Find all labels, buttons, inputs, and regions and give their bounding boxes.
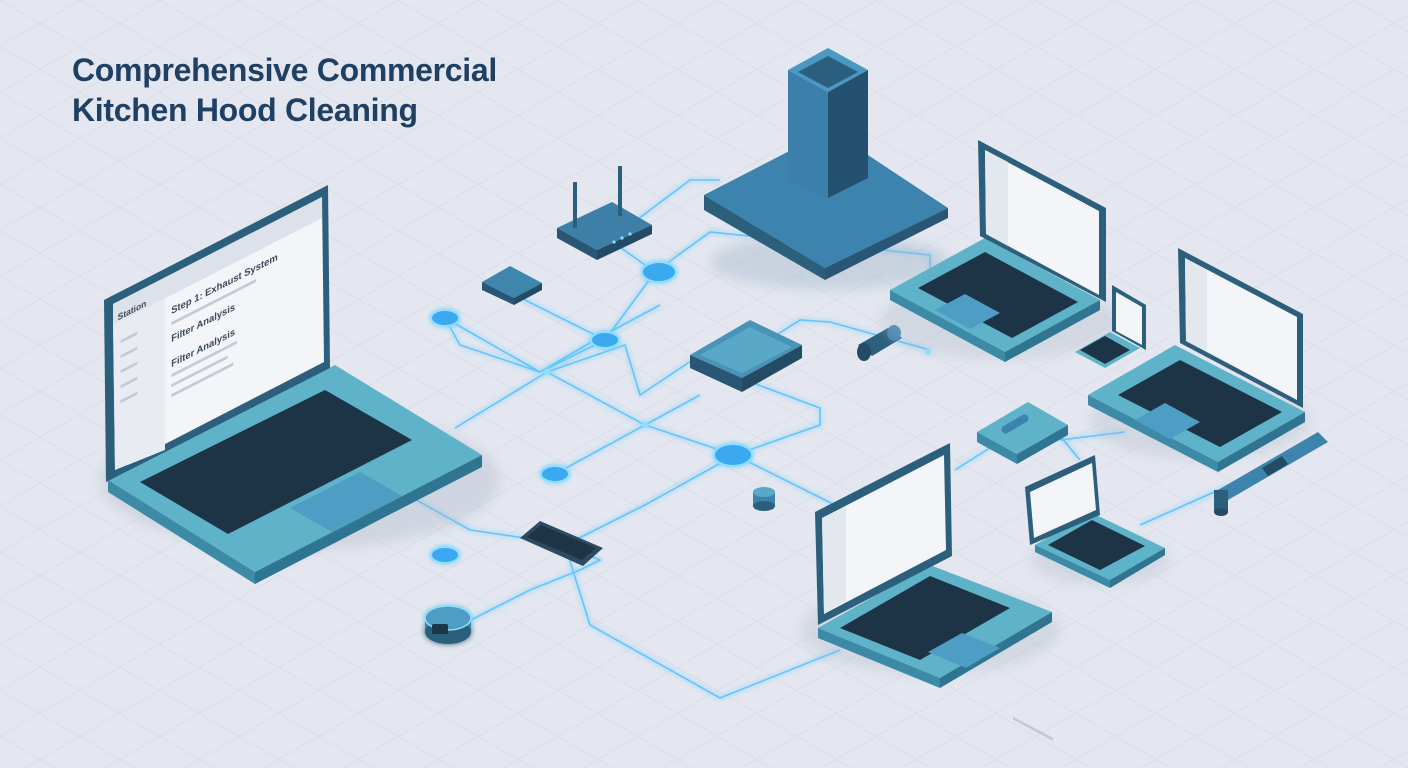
range-hood-icon xyxy=(704,48,950,290)
sensor-puck-icon xyxy=(424,605,472,644)
laptop-main: Station Step 1: Exhaust System Filter An… xyxy=(100,185,500,584)
title-line-1: Comprehensive Commercial xyxy=(72,52,497,88)
network-node-icon xyxy=(430,546,460,564)
network-node-icon xyxy=(641,261,677,283)
network-node-icon xyxy=(590,331,620,349)
laptop-bottom-center xyxy=(800,443,1060,688)
sensor-puck-icon xyxy=(753,487,775,511)
network-node-icon xyxy=(430,309,460,327)
title-line-2: Kitchen Hood Cleaning xyxy=(72,92,418,128)
network-node-icon xyxy=(540,465,570,483)
laptop-right xyxy=(1088,248,1310,472)
switch-box-icon xyxy=(977,402,1068,464)
tablet-icon xyxy=(1075,285,1146,368)
pipe-icon xyxy=(1214,432,1328,516)
keyboard xyxy=(140,390,412,534)
router-icon xyxy=(557,166,652,260)
laptop-top-right xyxy=(880,140,1120,741)
network-node-icon xyxy=(713,443,753,467)
page-title: Comprehensive Commercial Kitchen Hood Cl… xyxy=(72,50,632,130)
laptop-small xyxy=(1025,455,1170,588)
switch-box-icon xyxy=(690,320,802,392)
switch-box-icon xyxy=(482,266,542,305)
network-nodes xyxy=(430,261,931,564)
phone-icon xyxy=(520,521,603,566)
touchpad xyxy=(290,472,402,532)
